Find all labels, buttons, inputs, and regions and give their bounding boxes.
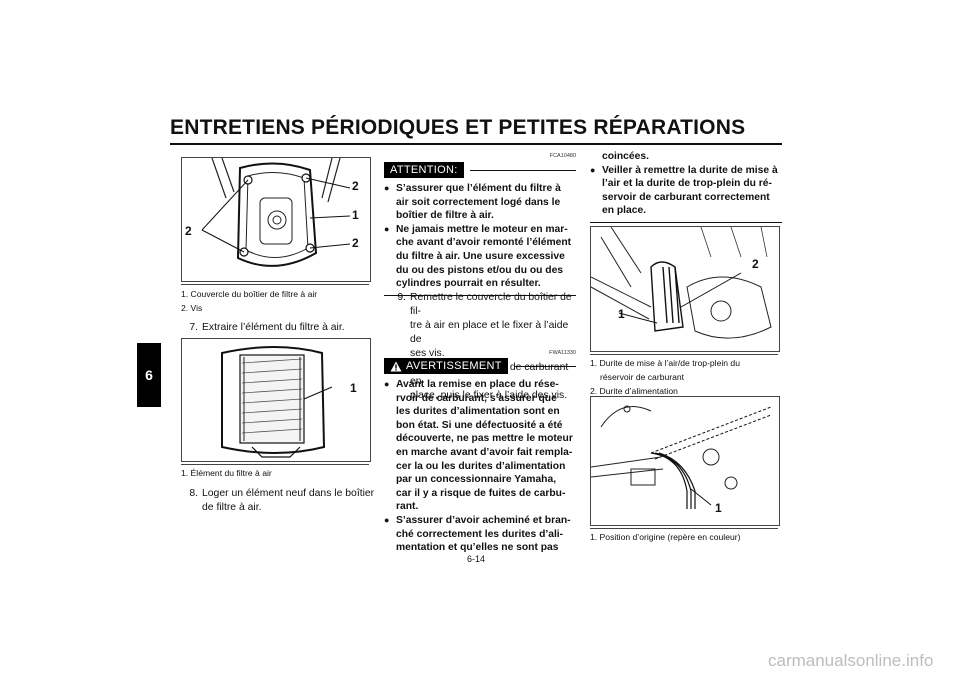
step-number: 7. — [189, 322, 198, 333]
step-text: de filtre à air. — [202, 502, 262, 513]
air-filter-cover-drawing — [201, 158, 351, 267]
attention-rule — [469, 169, 576, 171]
bullet-line: cylindres pourrait en résulter. — [396, 278, 541, 290]
bullet-line: les durites d’alimentation sont en — [396, 406, 560, 418]
warning-bullet-1: ● Avant la remise en place du rése- rvoi… — [384, 378, 576, 514]
callout-1: 1 — [352, 208, 359, 222]
warning-section: FWA11330 AVERTISSEMENT ● Avant la remise… — [384, 350, 576, 555]
callout-2-left: 2 — [185, 224, 192, 238]
bullet-line: Veiller à remettre la durite de mise à — [602, 164, 778, 176]
legend-line: 2. Durite d’alimentation — [590, 386, 678, 396]
legend-line: 1. Durite de mise à l’air/de trop-plein … — [590, 358, 740, 368]
attention-label: ATTENTION: — [384, 162, 464, 178]
warning-header: AVERTISSEMENT — [384, 358, 576, 374]
figure-2-legend: 1. Élément du filtre à air — [181, 466, 371, 480]
bullet-dot: ● — [590, 164, 596, 175]
air-filter-element-drawing — [221, 346, 333, 458]
warning-rule — [513, 365, 576, 367]
step-text: place, puis le fixer à l’aide des vis. — [410, 390, 568, 401]
figure-3-legend: 1. Durite de mise à l’air/de trop-plein … — [590, 356, 782, 398]
figure-air-filter-cover: 2 1 2 2 — [181, 157, 371, 282]
attention-bullet-1: ● S’assurer que l’élément du filtre à ai… — [384, 182, 576, 223]
bullet-line: bon état. Si une défectuosité a été — [396, 419, 563, 431]
bullet-dot: ● — [384, 223, 390, 234]
bullet-line: du filtre à air. Une usure excessive — [396, 250, 565, 262]
bullet-line: en marche avant d’avoir fait rempla- — [396, 446, 573, 458]
step-number: 9. — [397, 292, 406, 303]
bullet-line: découverte, ne pas mettre le moteur — [396, 433, 573, 445]
bullet-line: air soit correctement logé dans le — [396, 196, 561, 208]
bullet-line: en place. — [602, 205, 647, 217]
warning-code: FWA11330 — [549, 350, 576, 356]
warning-bullet-2: ● S’assurer d’avoir acheminé et bran- ch… — [384, 514, 576, 555]
attention-header: ATTENTION: — [384, 162, 576, 178]
warning-bullet-3: ● Veiller à remettre la durite de mise à… — [590, 164, 782, 218]
step-7: 7. Extraire l’élément du filtre à air. — [181, 321, 371, 335]
warning-triangle-icon — [390, 361, 402, 371]
bullet-line: mentation et qu’elles ne sont pas — [396, 542, 559, 554]
original-position-drawing — [591, 405, 772, 509]
step-text: Extraire l’élément du filtre à air. — [202, 322, 345, 333]
figure-air-filter-element: 1 — [181, 338, 371, 462]
step-text: Remettre le couvercle du boîtier de fil- — [410, 292, 572, 317]
legend-line: 2. Vis — [181, 303, 203, 313]
bullet-line: servoir de carburant correctement — [602, 191, 770, 203]
bullet-line: par un concessionnaire Yamaha, — [396, 474, 557, 486]
figure-2-divider — [181, 464, 369, 465]
callout-1: 1 — [715, 501, 722, 515]
fuel-hoses-drawing — [591, 227, 772, 339]
warning-label-text: AVERTISSEMENT — [406, 360, 502, 372]
callout-2-top: 2 — [352, 179, 359, 193]
page-number: 6-14 — [467, 554, 486, 564]
bullet-line: rant. — [396, 501, 419, 513]
bullet-line: cer la ou les durites d’alimentation — [396, 460, 566, 472]
figure-original-position: 1 — [590, 396, 780, 526]
step-text: Loger un élément neuf dans le boîtier — [202, 488, 375, 499]
figure-1-divider — [181, 284, 369, 285]
bullet-line: l’air et la durite de trop-plein du ré- — [602, 178, 772, 190]
legend-line: 1. Position d’origine (repère en couleur… — [590, 532, 741, 542]
bullet-dot: ● — [384, 379, 390, 389]
step-number: 8. — [189, 488, 198, 499]
warning-end-rule — [590, 221, 782, 223]
bullet-line: boîtier de filtre à air. — [396, 210, 494, 222]
attention-code: FCA10480 — [549, 153, 576, 159]
bullet-dot: ● — [384, 183, 390, 193]
attention-section: FCA10480 ATTENTION: ● S’assurer que l’él… — [384, 153, 576, 296]
bullet-line: du ou des pistons et/ou du ou des — [396, 264, 564, 276]
legend-line: 1. Couvercle du boîtier de filtre à air — [181, 289, 318, 299]
bullet-line: S’assurer d’avoir acheminé et bran- — [396, 514, 571, 526]
bullet-line: Avant la remise en place du rése- — [396, 379, 559, 390]
chapter-tab: 6 — [137, 343, 161, 407]
step-text: tre à air en place et le fixer à l’aide … — [410, 320, 569, 345]
bullet-line: rvoir de carburant, s’assurer que — [396, 392, 557, 404]
bullet-line: Ne jamais mettre le moteur en mar- — [396, 223, 568, 235]
attention-bullet-2: ● Ne jamais mettre le moteur en mar- che… — [384, 223, 576, 291]
bullet-dot: ● — [384, 514, 390, 525]
figure-4-divider — [590, 528, 778, 529]
figure-4-legend: 1. Position d’origine (repère en couleur… — [590, 530, 782, 544]
legend-line: 1. Élément du filtre à air — [181, 468, 272, 478]
title-rule — [170, 143, 782, 145]
continued-warning: coincées. ● Veiller à remettre la durite… — [590, 150, 782, 223]
bullet-line: che avant d’avoir remonté l’élément — [396, 237, 572, 249]
callout-2: 2 — [752, 257, 759, 271]
figure-3-divider — [590, 354, 778, 355]
figure-fuel-hoses: 2 1 — [590, 226, 780, 352]
bullet-line: S’assurer que l’élément du filtre à — [396, 183, 561, 194]
callout-2-right: 2 — [352, 236, 359, 250]
page-title: ENTRETIENS PÉRIODIQUES ET PETITES RÉPARA… — [170, 116, 746, 139]
callout-1: 1 — [350, 381, 357, 395]
watermark: carmanualsonline.info — [768, 651, 934, 670]
attention-end-rule — [384, 294, 576, 296]
warning-label: AVERTISSEMENT — [384, 358, 508, 374]
bullet-line: car il y a risque de fuites de carbu- — [396, 487, 566, 499]
step-8: 8. Loger un élément neuf dans le boîtier… — [181, 487, 376, 515]
bullet-line: ché correctement les durites d’ali- — [396, 528, 564, 540]
legend-line: réservoir de carburant — [600, 372, 685, 382]
step-text: ses vis. — [410, 348, 445, 359]
figure-1-legend: 1. Couvercle du boîtier de filtre à air … — [181, 287, 371, 315]
continued-text: coincées. — [602, 151, 649, 162]
callout-1: 1 — [618, 307, 625, 321]
